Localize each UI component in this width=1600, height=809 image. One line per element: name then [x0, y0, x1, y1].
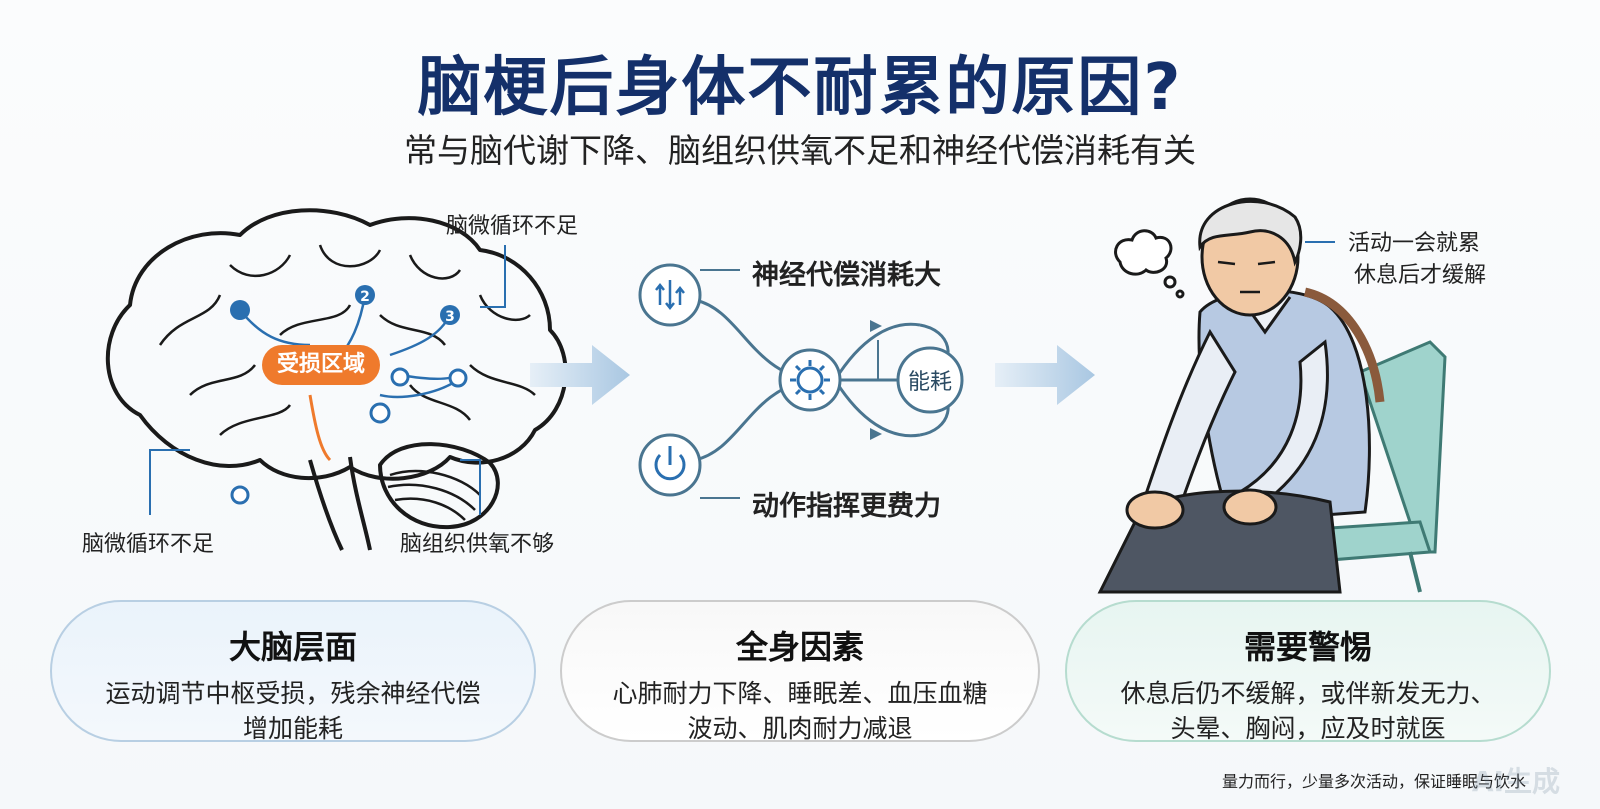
label-microcirculation-top: 脑微循环不足: [446, 214, 579, 239]
card-brain-level: 大脑层面 运动调节中枢受损，残余神经代偿增加能耗: [50, 600, 536, 743]
card-warning: 需要警惕 休息后仍不缓解，或伴新发无力、头晕、胸闷，应及时就医: [1065, 600, 1551, 743]
card-title: 全身因素: [735, 628, 864, 666]
arrow-right-icon: [530, 345, 630, 405]
page-title: 脑梗后身体不耐累的原因?: [417, 51, 1183, 125]
brainstem: [308, 456, 372, 551]
label-microcirculation-bottom: 脑微循环不足: [82, 532, 215, 557]
arrow-right-icon-2: [995, 345, 1095, 405]
person-note: 活动一会就累 休息后才缓解: [1348, 228, 1486, 292]
card-systemic-factors: 全身因素 心肺耐力下降、睡眠差、血压血糖波动、肌肉耐力减退: [560, 600, 1040, 743]
tired-elderly-person-illustration: [1097, 197, 1447, 594]
damage-area-tag: 受损区域: [262, 345, 380, 385]
marker-3: 3: [445, 309, 455, 325]
card-text: 心肺耐力下降、睡眠差、血压血糖波动、肌肉耐力减退: [612, 679, 988, 743]
card-text: 运动调节中枢受损，残余神经代偿增加能耗: [105, 679, 481, 743]
neural-icon-top: [638, 263, 702, 327]
page-subtitle: 常与脑代谢下降、脑组织供氧不足和神经代偿消耗有关: [404, 131, 1196, 170]
brain-markers: 2 3: [230, 285, 468, 505]
thought-cloud-icon: [1114, 229, 1185, 299]
label-oxygen-supply: 脑组织供氧不够: [400, 532, 555, 557]
label-motor-command: 动作指挥更费力: [752, 491, 941, 522]
card-text: 休息后仍不缓解，或伴新发无力、头晕、胸闷，应及时就医: [1120, 679, 1496, 743]
mechanism-diagram: 能耗: [638, 263, 964, 499]
marker-2: 2: [360, 289, 370, 305]
footer-tip: 量力而行，少量多次活动，保证睡眠与饮水: [1221, 772, 1526, 791]
card-title: 需要警惕: [1243, 628, 1372, 666]
brain-illustration: 2 3: [105, 208, 568, 551]
watermark: AI生成: [1471, 765, 1560, 798]
cerebellum: [378, 442, 500, 530]
energy-node: 能耗: [896, 346, 964, 414]
person-note-line1: 活动一会就累: [1348, 231, 1481, 256]
energy-label: 能耗: [908, 370, 952, 395]
card-title: 大脑层面: [228, 628, 357, 666]
brain-outline: [105, 208, 568, 481]
person-note-line2: 休息后才缓解: [1354, 263, 1487, 288]
power-icon-bottom: [638, 433, 702, 497]
label-neural-compensation: 神经代偿消耗大: [752, 260, 941, 291]
gear-icon: [778, 348, 842, 412]
